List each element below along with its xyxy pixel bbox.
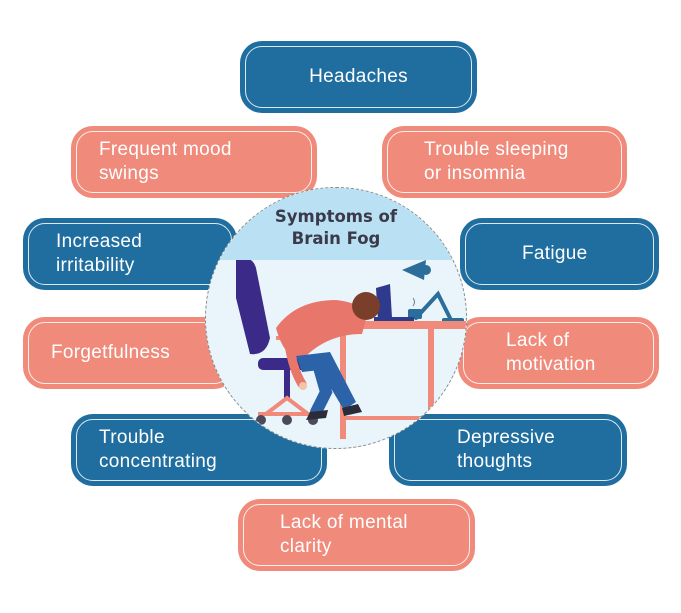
symptom-irritability: Increased irritability xyxy=(23,218,237,290)
symptom-forgetfulness: Forgetfulness xyxy=(23,317,236,389)
symptom-lack-of-motivation: Lack of motivation xyxy=(458,317,659,389)
symptom-fatigue: Fatigue xyxy=(460,218,659,290)
symptom-lack-of-motivation-line2: motivation xyxy=(506,354,596,375)
symptom-irritability-line2: irritability xyxy=(56,255,135,276)
tired-person-at-desk-illustration xyxy=(236,258,466,439)
symptom-headaches-label: Headaches xyxy=(309,66,408,87)
symptom-headaches: Headaches xyxy=(240,41,477,113)
center-circle: Symptoms of Brain Fog xyxy=(205,187,467,449)
symptom-lack-of-motivation-line1: Lack of xyxy=(506,330,570,351)
symptom-lack-of-mental-clarity-line1: Lack of mental xyxy=(280,512,408,533)
symptom-trouble-sleeping-line2: or insomnia xyxy=(424,163,526,184)
symptom-depressive-thoughts-line1: Depressive xyxy=(457,427,556,448)
tired-person xyxy=(276,292,380,420)
desk xyxy=(334,321,466,439)
symptom-lack-of-mental-clarity: Lack of mental clarity xyxy=(238,499,475,571)
symptom-trouble-concentrating-line2: concentrating xyxy=(99,451,217,472)
symptom-irritability-line1: Increased xyxy=(56,231,143,252)
symptom-trouble-concentrating-line1: Trouble xyxy=(99,427,165,448)
center-title-line1: Symptoms of xyxy=(274,207,398,226)
laptop-icon xyxy=(374,284,414,321)
symptom-trouble-sleeping-line1: Trouble sleeping xyxy=(424,139,569,160)
symptom-mood-swings: Frequent mood swings xyxy=(71,126,317,198)
desk-lamp-icon xyxy=(402,260,464,324)
symptom-lack-of-mental-clarity-line2: clarity xyxy=(280,536,332,557)
coffee-cup-icon xyxy=(408,297,422,319)
symptom-mood-swings-line1: Frequent mood xyxy=(99,139,232,160)
symptom-fatigue-label: Fatigue xyxy=(522,243,588,264)
center-title: Symptoms of Brain Fog xyxy=(206,188,466,260)
symptom-depressive-thoughts-line2: thoughts xyxy=(457,451,533,472)
symptom-mood-swings-line2: swings xyxy=(99,163,159,184)
center-title-line2: Brain Fog xyxy=(291,229,381,248)
symptom-forgetfulness-label: Forgetfulness xyxy=(51,342,171,363)
